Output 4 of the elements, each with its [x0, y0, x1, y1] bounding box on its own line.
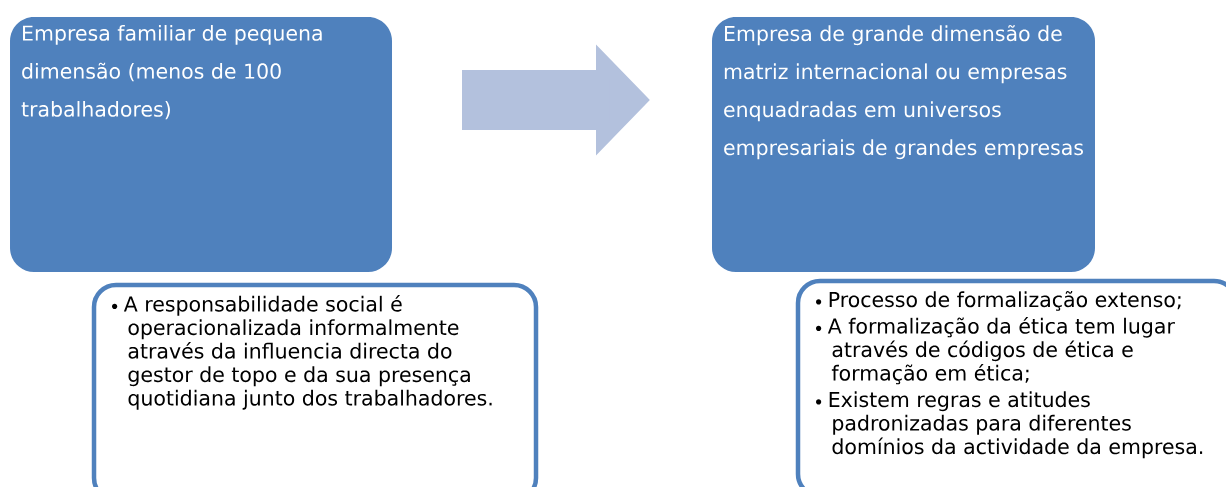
- text-box: Processo de formalização extenso; A formalização da ética tem lugar através de códigos de ética e formação em ética; Existem regras e atitudes padronizadas para diferentes domínios da actividade da empresa.: [795, 278, 1226, 487]
- process-box: Empresa de grande dimensão de matriz internacional ou empresas enquadradas em universos empresariais de grandes empresas: [712, 17, 1095, 272]
- text-box: A responsabilidade social é operacionalizada informalmente através da influencia directa do gestor de topo e da sua presença quotidiana junto dos trabalhadores.: [91, 282, 539, 487]
- process-box: Empresa familiar de pequena dimensão (menos de 100 trabalhadores): [10, 17, 392, 272]
